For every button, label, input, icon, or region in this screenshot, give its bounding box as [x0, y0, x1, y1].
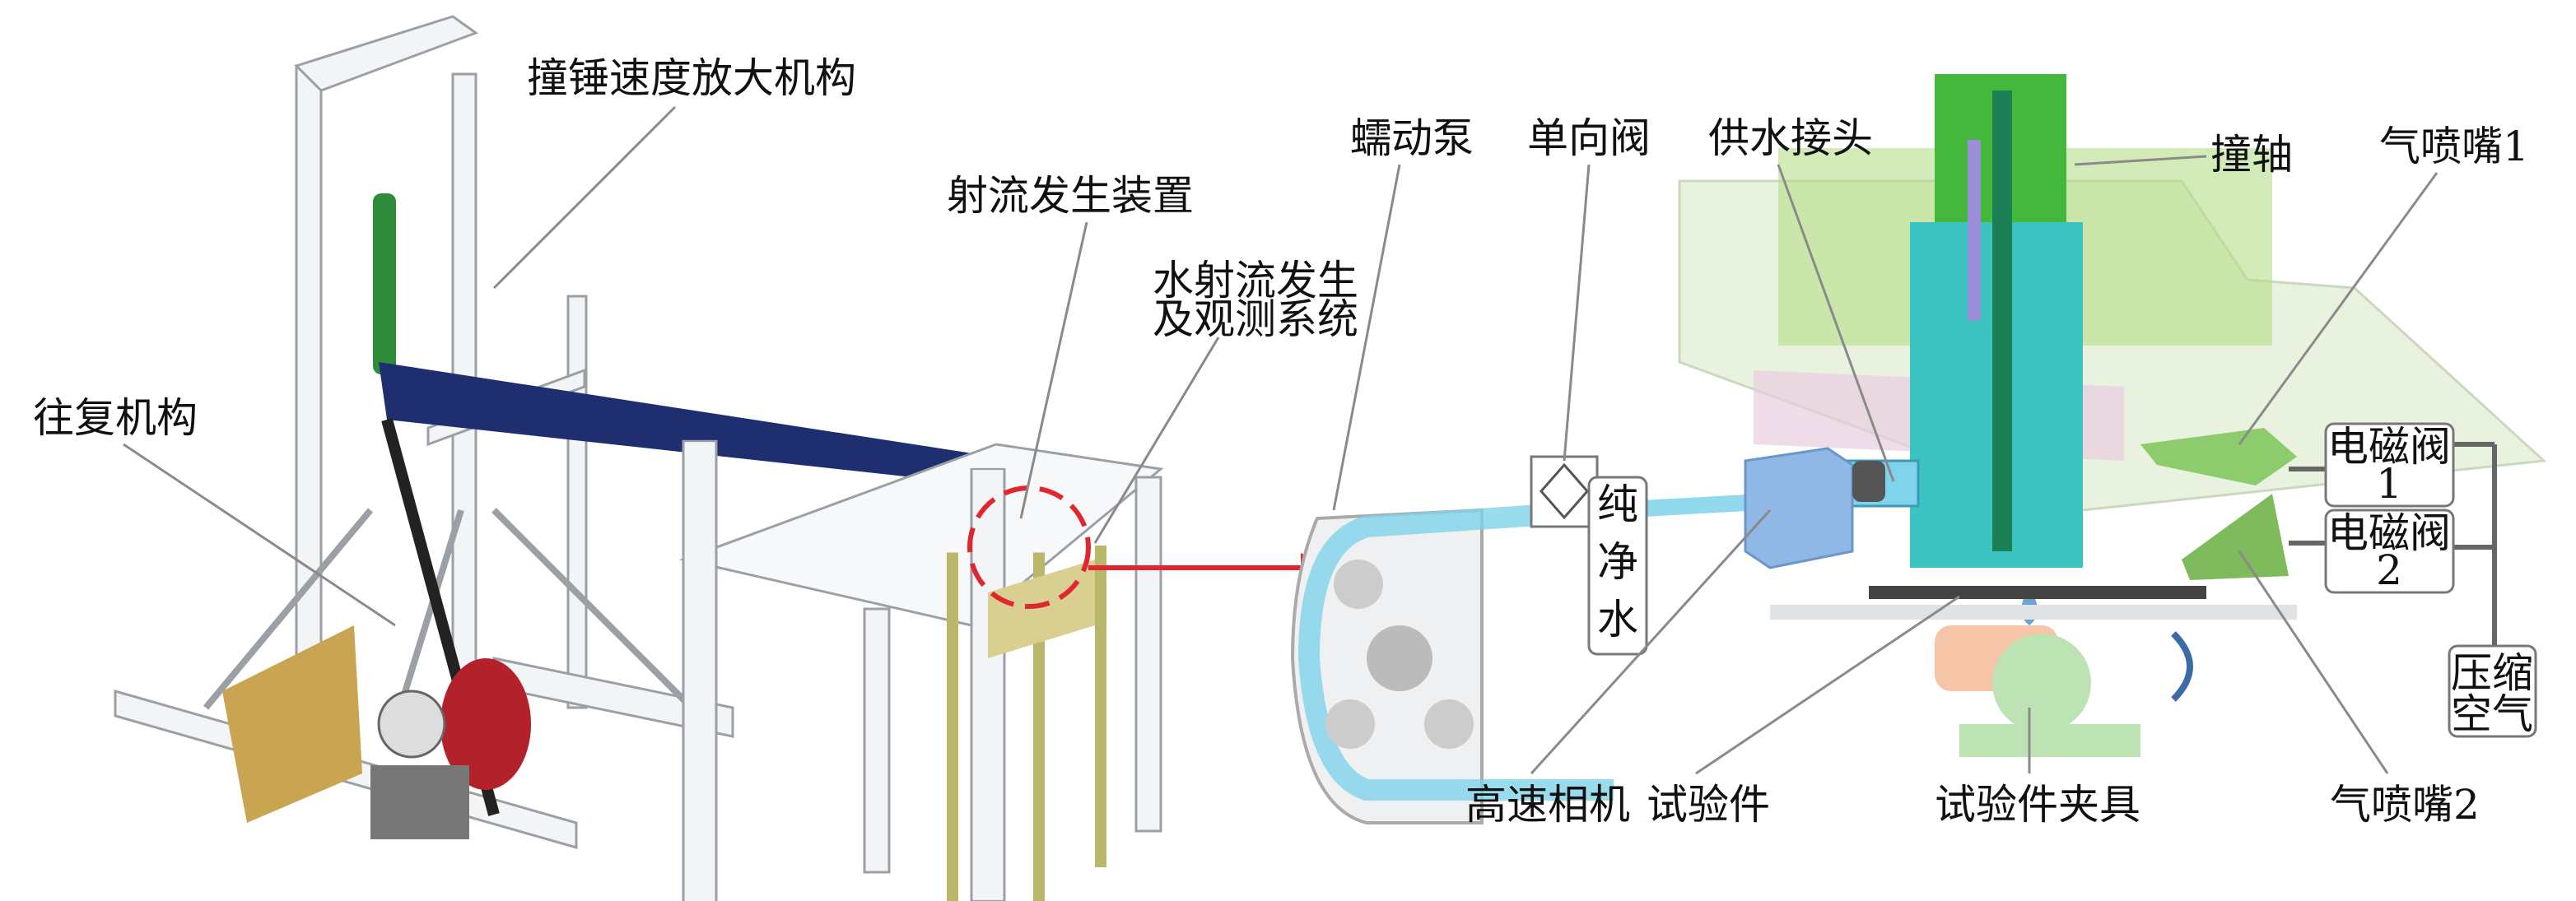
solenoid-valve-1-box — [2324, 422, 2455, 508]
pure-water-char1: 纯 — [1597, 481, 1638, 528]
flywheel — [440, 658, 531, 790]
air-nozzle-1-icon — [2140, 428, 2297, 485]
high-speed-camera — [1744, 447, 1885, 569]
pure-water-char3: 水 — [1597, 596, 1638, 643]
compressed-air-line2: 空气 — [2451, 690, 2533, 738]
label-air-nozzle-1: 气喷嘴1 — [2379, 123, 2529, 170]
label-specimen: 试验件 — [1647, 781, 1770, 829]
label-specimen-fixture: 试验件夹具 — [1935, 781, 2140, 829]
specimen-plate — [1770, 605, 2297, 620]
air-wiring — [2289, 442, 2497, 650]
solenoid-valve-1-label: 电磁阀 — [2327, 423, 2451, 471]
crank-disc — [377, 690, 446, 759]
pure-water-char2: 净 — [1597, 538, 1638, 586]
label-water-jet-system-1: 水射流发生 — [1153, 257, 1358, 304]
rotation-arrow-icon — [2171, 631, 2193, 702]
air-nozzle-2-icon — [2182, 494, 2289, 580]
highlight-circle — [967, 485, 1091, 609]
label-peristaltic-pump: 蠕动泵 — [1350, 114, 1474, 162]
speed-amplifier-arm — [379, 362, 1025, 490]
label-water-supply-connector: 供水接头 — [1708, 114, 1873, 162]
label-reciprocating-mechanism: 往复机构 — [33, 394, 198, 442]
solenoid-valve-2-label: 电磁阀 — [2327, 509, 2451, 557]
solenoid-valve-1-number: 1 — [2376, 460, 2402, 508]
leader-lines — [123, 105, 2439, 775]
motor — [222, 625, 362, 823]
label-air-nozzle-2: 气喷嘴2 — [2330, 781, 2480, 829]
motor-base — [370, 765, 469, 839]
label-check-valve: 单向阀 — [1527, 114, 1651, 162]
peristaltic-pump — [1290, 499, 1614, 824]
solenoid-valve-2-number: 2 — [2376, 546, 2402, 594]
spring-icon — [373, 193, 396, 374]
label-hammer-speed-amplifier: 撞锤速度放大机构 — [527, 54, 856, 102]
label-impact-shaft: 撞轴 — [2210, 131, 2293, 179]
specimen — [1869, 586, 2206, 599]
label-water-jet-system-2: 及观测系统 — [1153, 295, 1358, 343]
pure-water-box — [1587, 476, 1648, 656]
compressed-air-box — [2448, 644, 2537, 738]
test-table — [678, 439, 1164, 901]
compressed-air-line1: 压缩 — [2451, 649, 2533, 697]
check-valve-icon — [1530, 455, 1599, 528]
solenoid-valve-2-box — [2324, 509, 2455, 594]
specimen-fixture — [1935, 625, 2193, 757]
label-jet-generator: 射流发生装置 — [947, 172, 1194, 220]
label-high-speed-camera: 高速相机 — [1465, 781, 1630, 829]
